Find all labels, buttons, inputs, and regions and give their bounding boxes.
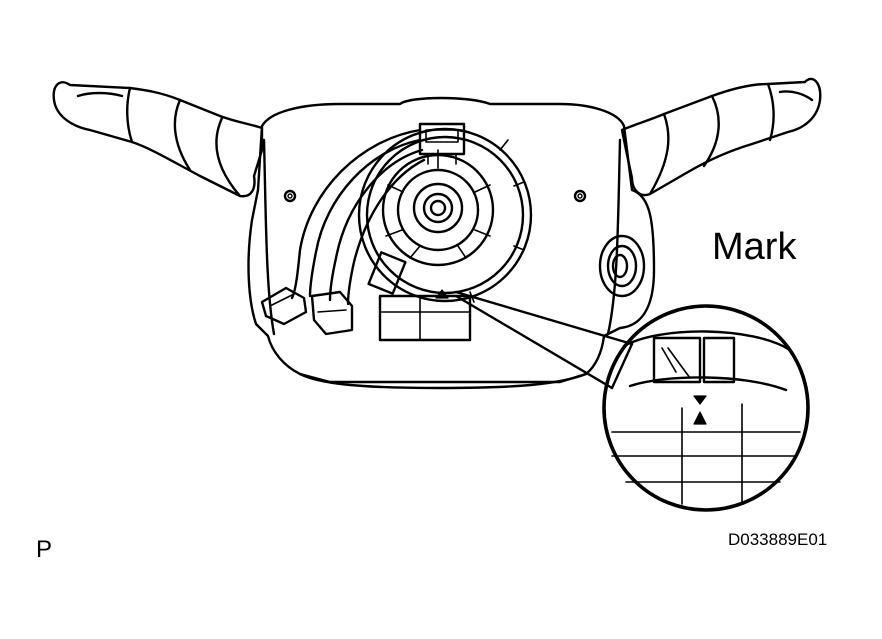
zoom-detail [602,304,810,512]
alignment-mark-small [435,289,449,299]
switch-housing [247,96,656,390]
figure-code: D033889E01 [728,530,828,549]
right-switch-lever [620,77,822,197]
wire-harness [260,128,426,336]
side-knob [598,234,646,298]
left-switch-lever [52,81,264,198]
zoom-leader [454,290,634,390]
page-letter: P [36,536,53,563]
mark-label: Mark [712,226,797,268]
